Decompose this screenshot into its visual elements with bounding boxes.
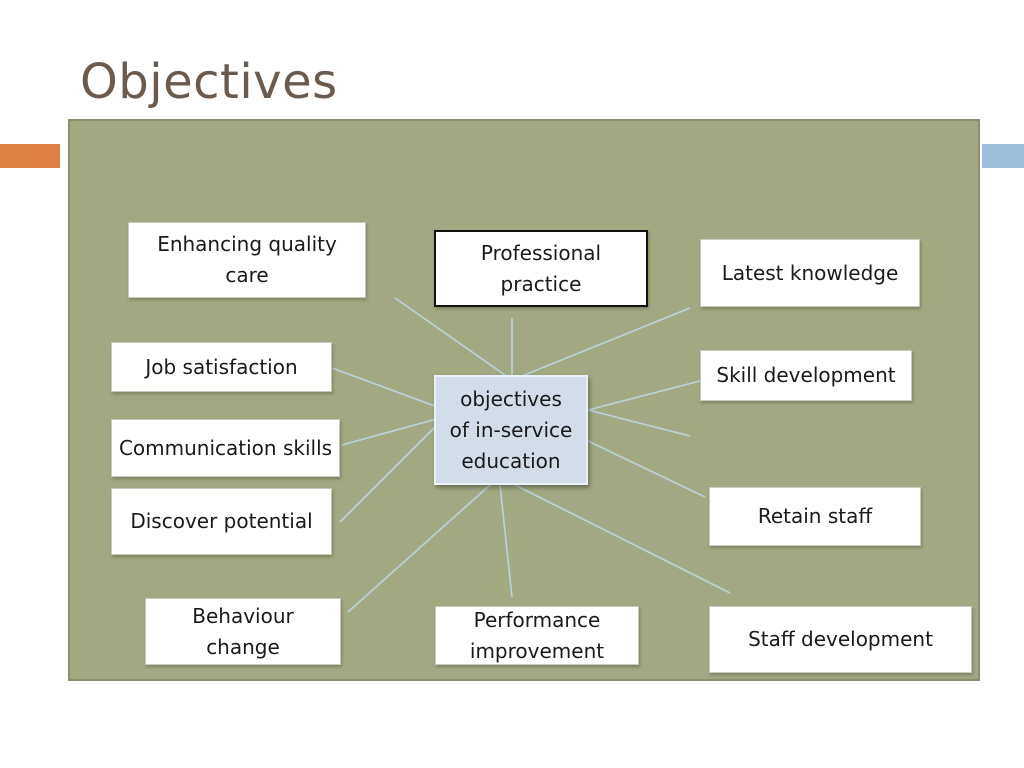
node-label: Behaviour change [192,603,294,659]
node-enhancing-quality-care: Enhancing quality care [128,222,366,298]
node-label: Communication skills [118,435,333,460]
node-label: Performance improvement [469,607,605,663]
node-label: Enhancing quality care [157,232,337,287]
center-node-label: objectives of in-service education [449,386,573,473]
node-label: Staff development [748,627,933,651]
node-label: Discover potential [130,509,313,533]
accent-bar-left [0,144,60,168]
node-behaviour-change: Behaviour change [145,598,341,665]
node-label: Latest knowledge [721,260,899,285]
center-node-objectives: objectives of in-service education [434,375,588,485]
node-communication-skills: Communication skills [111,419,340,477]
node-latest-knowledge: Latest knowledge [700,239,920,307]
node-skill-development: Skill development [700,350,912,401]
slide-title: Objectives [80,54,338,110]
node-discover-potential: Discover potential [111,488,332,555]
node-label: Retain staff [757,504,873,528]
node-professional-practice: Professional practice [434,230,648,307]
node-performance-improvement: Performance improvement [435,606,639,665]
node-job-satisfaction: Job satisfaction [111,342,332,392]
node-label: Professional practice [480,240,602,296]
node-label: Skill development [716,363,896,387]
accent-bar-right [982,144,1024,168]
node-label: Job satisfaction [145,354,298,379]
node-retain-staff: Retain staff [709,487,921,546]
node-staff-development: Staff development [709,606,972,673]
